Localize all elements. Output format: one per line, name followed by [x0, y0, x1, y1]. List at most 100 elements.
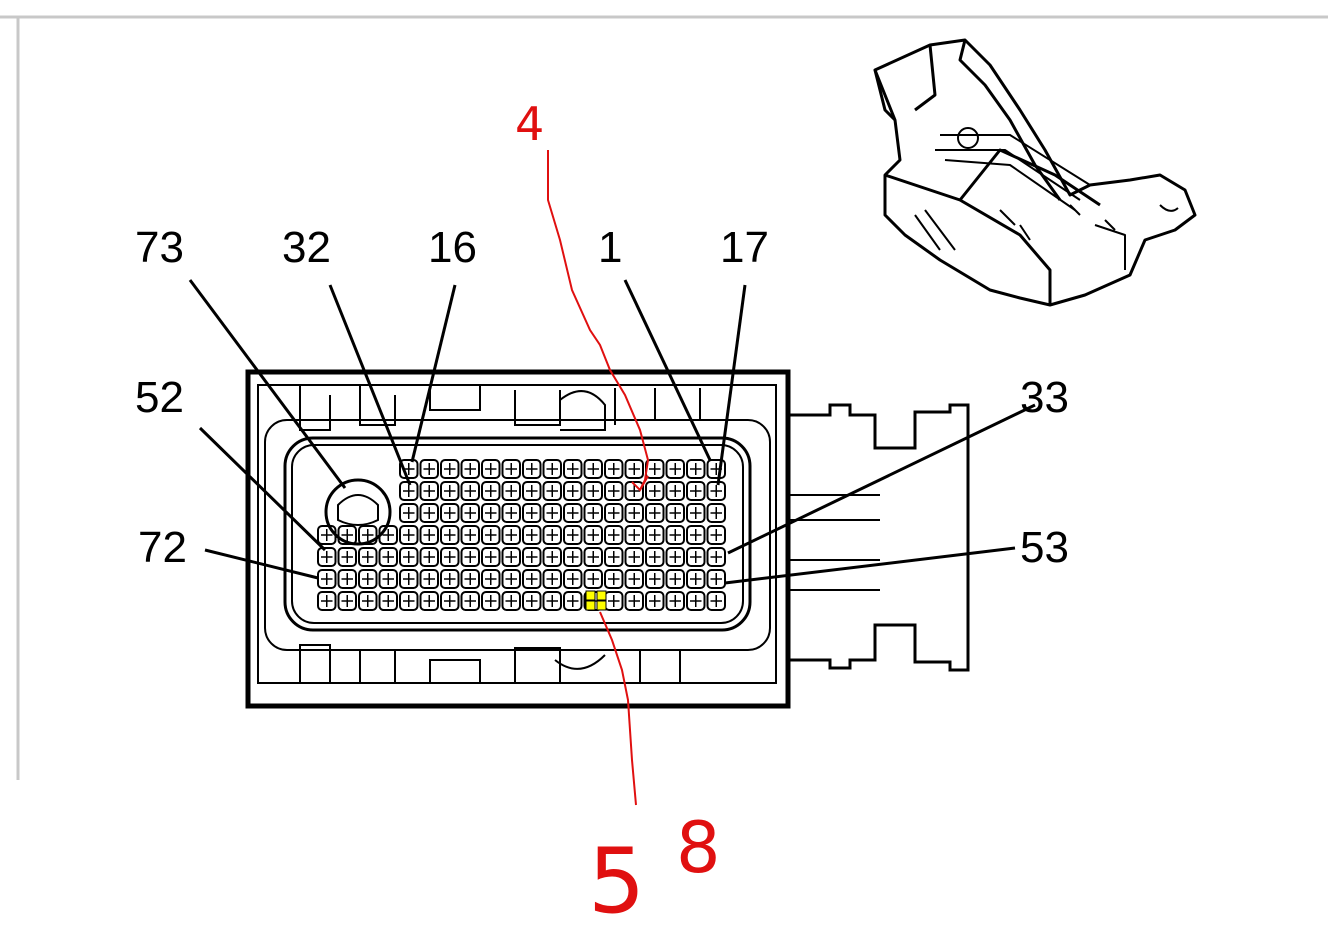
page-frame [0, 15, 1328, 780]
pin-terminal [567, 485, 579, 497]
pin-terminal [423, 595, 435, 607]
pin-cavity [624, 503, 644, 523]
pin-terminal [567, 463, 579, 475]
pin-cavity [481, 569, 501, 589]
pin-terminal [690, 485, 702, 497]
pin-label-1: 1 [598, 223, 622, 272]
pin-terminal [423, 529, 435, 541]
pin-label-53: 53 [1020, 523, 1069, 572]
pin-terminal [362, 551, 374, 563]
pin-cavity [337, 591, 357, 611]
pin-cavity [583, 481, 603, 501]
pin-terminal [423, 573, 435, 585]
pin-cavity [440, 569, 460, 589]
pin-cavity [624, 525, 644, 545]
pin-terminal [710, 551, 722, 563]
pin-cavity [665, 525, 685, 545]
pin-terminal [485, 529, 497, 541]
pin-cavity [583, 503, 603, 523]
pin-cavity [399, 503, 419, 523]
pin-terminal [444, 463, 456, 475]
pin-terminal [690, 573, 702, 585]
pin-terminal [587, 485, 599, 497]
pin-terminal [628, 463, 640, 475]
pin-cavity [706, 503, 726, 523]
pin-terminal [382, 573, 394, 585]
pin-cavity [440, 547, 460, 567]
pin-labels: 73 32 16 1 17 52 33 72 53 [135, 223, 1069, 572]
pin-cavity [624, 481, 644, 501]
pin-cavity [419, 547, 439, 567]
pin-terminal [669, 573, 681, 585]
pin-terminal [608, 595, 620, 607]
pin-terminal [526, 463, 538, 475]
pin-cavity [686, 547, 706, 567]
pin-terminal [628, 551, 640, 563]
pin-cavity [686, 569, 706, 589]
pin-cavity [563, 591, 583, 611]
pin-terminal [485, 551, 497, 563]
pin-terminal [710, 573, 722, 585]
pin-cavity [645, 569, 665, 589]
pin-terminal [485, 573, 497, 585]
pin-terminal [526, 551, 538, 563]
pin-terminal [649, 463, 661, 475]
pin-terminal [649, 551, 661, 563]
pin-terminal [321, 529, 333, 541]
pin-cavity [645, 547, 665, 567]
pin-label-72: 72 [138, 523, 187, 572]
pin-cavity [317, 547, 337, 567]
pin-cavity [460, 591, 480, 611]
pin-cavity [378, 525, 398, 545]
pin-cavity [522, 525, 542, 545]
pin-terminal [505, 551, 517, 563]
pin-cavity [706, 569, 726, 589]
pin-terminal [341, 529, 353, 541]
pin-terminal [526, 595, 538, 607]
pin-terminal [464, 529, 476, 541]
annotation-number-4: 4 [515, 97, 544, 151]
pin-terminal [649, 573, 661, 585]
pin-cavity [563, 569, 583, 589]
pin-terminal [526, 529, 538, 541]
pin-terminal [444, 551, 456, 563]
pin-cavity [542, 569, 562, 589]
pin-terminal [321, 595, 333, 607]
pin-terminal [341, 595, 353, 607]
pin-cavity [419, 569, 439, 589]
pin-cavity [317, 569, 337, 589]
pin-cavity [522, 591, 542, 611]
keying-circle [324, 478, 392, 546]
pin-terminal [423, 485, 435, 497]
pin-cavity [563, 547, 583, 567]
pin-cavity [665, 569, 685, 589]
pin-terminal [710, 485, 722, 497]
pin-terminal [710, 507, 722, 519]
pin-terminal [505, 595, 517, 607]
pin-terminal [526, 507, 538, 519]
pin-cavity [440, 591, 460, 611]
pin-cavity [358, 569, 378, 589]
pin-terminal [485, 507, 497, 519]
pin-label-16: 16 [428, 223, 477, 272]
pin-cavity [542, 503, 562, 523]
pin-cavity [399, 569, 419, 589]
pin-terminal [649, 485, 661, 497]
pin-cavity [604, 503, 624, 523]
pin-cavity [706, 591, 726, 611]
pin-terminal [362, 595, 374, 607]
pin-terminal [649, 595, 661, 607]
pin-terminal [464, 463, 476, 475]
highlighted-pins [585, 590, 607, 611]
leader-16 [410, 284, 457, 463]
pin-terminal [628, 485, 640, 497]
pin-terminal [669, 507, 681, 519]
pin-terminal [505, 463, 517, 475]
pin-terminal [690, 463, 702, 475]
pin-terminal [649, 507, 661, 519]
pin-terminal [669, 595, 681, 607]
pin-cavity [481, 481, 501, 501]
pin-terminal [403, 595, 415, 607]
annotation-number-8: 8 [676, 807, 721, 889]
